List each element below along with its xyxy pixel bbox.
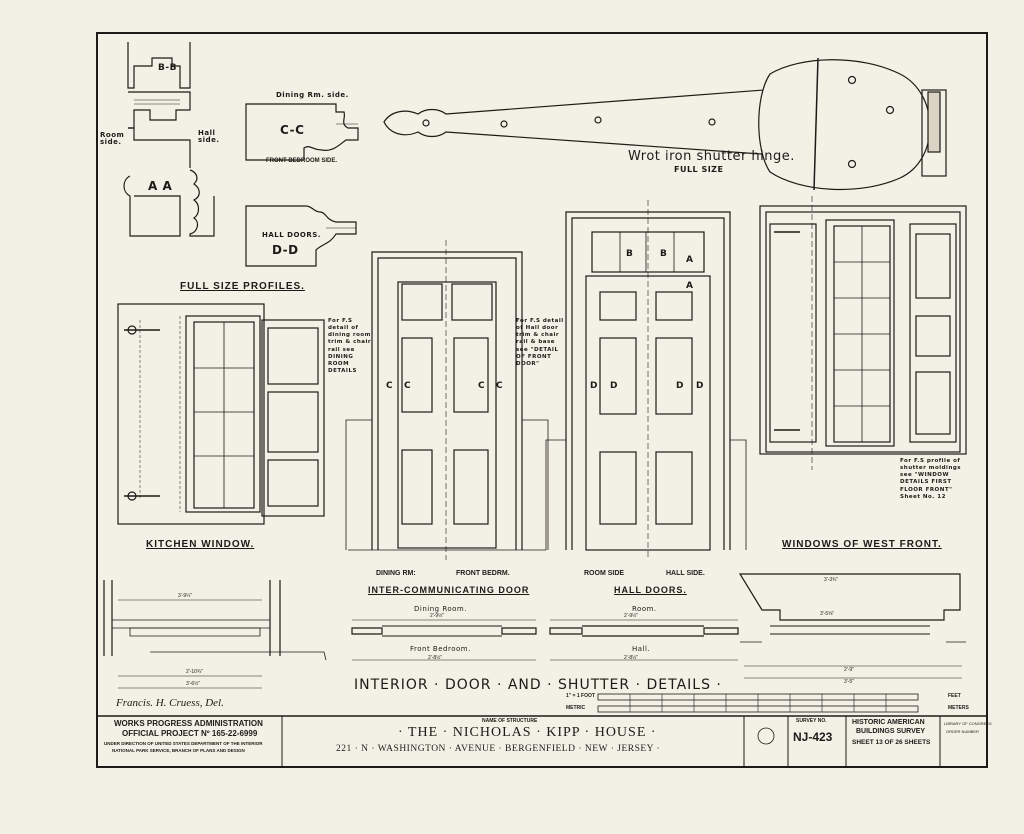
profile-bb-aa — [123, 42, 215, 237]
scale-metric-label: METRIC — [566, 705, 586, 711]
survey-number: NJ-423 — [793, 730, 833, 744]
section-mark-d: D — [610, 381, 618, 391]
hall-doors-elevation — [545, 200, 747, 560]
section-mark-c: C — [496, 381, 504, 391]
dining-rm-caption: DINING RM: — [376, 570, 416, 577]
drawing-sheet-border — [96, 32, 988, 768]
dim-hall-door-top: 2'-9½" — [624, 613, 639, 619]
shutter-profile-note: For F.S profile of shutter moldings see … — [900, 458, 962, 500]
under-direction-line-2: NATIONAL PARK SERVICE, BRANCH OF PLANS A… — [112, 748, 245, 753]
structure-address: 221 · N · WASHINGTON · AVENUE · BERGENFI… — [336, 744, 661, 754]
main-drawing-title: INTERIOR · DOOR · AND · SHUTTER · DETAIL… — [354, 677, 722, 693]
full-size-profiles-caption: FULL SIZE PROFILES. — [180, 281, 305, 292]
hall-doors-label: HALL DOORS. — [262, 231, 321, 239]
section-mark-b: B — [660, 249, 668, 259]
inter-communicating-door-caption: INTER-COMMUNICATING DOOR — [368, 585, 530, 595]
loc-line-1: LIBRARY OF CONGRESS — [944, 721, 992, 726]
hinge-title: Wrot iron shutter hinge. — [628, 149, 795, 164]
dim-west-window-top: 3'-3¾" — [824, 577, 839, 583]
profile-dd — [245, 205, 357, 267]
west-window-plan — [738, 573, 966, 679]
survey-no-label: SURVEY NO. — [796, 718, 827, 724]
label-dd: D-D — [272, 243, 299, 257]
scale-bar — [597, 693, 919, 713]
label-aa: A A — [148, 179, 173, 193]
dining-rm-side-label: Dining Rm. side. — [276, 91, 349, 99]
section-mark-d: D — [590, 381, 598, 391]
section-mark-d: D — [696, 381, 704, 391]
section-mark-c: C — [386, 381, 394, 391]
hall-doors-caption: HALL DOORS. — [614, 585, 687, 595]
front-bedroom-plan-label: Front Bedroom. — [410, 645, 471, 653]
official-project-label: OFFICIAL PROJECT Nº 165-22-6999 — [122, 729, 258, 738]
windows-west-front-caption: WINDOWS OF WEST FRONT. — [782, 539, 942, 550]
under-direction-line-1: UNDER DIRECTION OF UNITED STATES DEPARTM… — [104, 741, 263, 746]
dim-kitchen-bottom-2: 3'-6½" — [186, 681, 201, 687]
kitchen-window-elevation — [117, 303, 325, 525]
hall-plan-label: Hall. — [632, 645, 651, 653]
profile-cc — [245, 103, 359, 161]
section-mark-d: D — [676, 381, 684, 391]
scale-meters-unit: METERS — [948, 705, 969, 711]
hall-side-label: Hall side. — [198, 129, 220, 144]
structure-name: · THE · NICHOLAS · KIPP · HOUSE · — [398, 725, 657, 740]
sheet-count: SHEET 13 OF 26 SHEETS — [852, 739, 931, 746]
kitchen-window-plan — [103, 580, 327, 689]
habs-line-2: BUILDINGS SURVEY — [856, 728, 926, 735]
dim-kitchen-bottom-1: 2'-10¾" — [186, 669, 203, 675]
dim-kitchen-width: 3'-9¼" — [178, 593, 193, 599]
room-side-caption: ROOM SIDE — [584, 570, 625, 577]
front-bedroom-side-label: FRONT BEDROOM SIDE. — [266, 158, 338, 164]
scale-feet-label: 1" = 1 FOOT — [566, 693, 595, 699]
dim-inter-door-bottom: 2'-8½" — [428, 655, 443, 661]
habs-line-1: HISTORIC AMERICAN — [852, 719, 925, 726]
loc-line-2: ORDER NUMBER — [946, 729, 979, 734]
front-bedrm-caption: FRONT BEDRM. — [456, 570, 510, 577]
name-of-structure-label: NAME OF STRUCTURE — [482, 718, 538, 724]
shutter-hinge — [383, 57, 947, 191]
scale-feet-unit: FEET — [948, 693, 961, 699]
room-plan-label: Room. — [632, 605, 657, 613]
dining-detail-note: For F.S detail of dining room trim & cha… — [328, 318, 372, 374]
hall-side-caption: HALL SIDE. — [666, 570, 705, 577]
dim-west-window-bottom-1: 2'-9" — [844, 667, 854, 673]
inter-communicating-door-plan — [351, 619, 537, 661]
delineator-signature: Francis. H. Cruess, Del. — [116, 697, 224, 709]
dim-west-window-mid: 3'-5⅝" — [820, 611, 835, 617]
west-front-window-elevation — [759, 196, 967, 470]
section-mark-a: A — [686, 255, 694, 265]
hall-detail-note: For F.S detail of Hall door trim & chair… — [516, 318, 564, 367]
section-mark-a: A — [686, 281, 694, 291]
section-mark-c: C — [404, 381, 412, 391]
hinge-subtitle: FULL SIZE — [674, 165, 724, 174]
section-mark-c: C — [478, 381, 486, 391]
dim-inter-door-top: 2'-9½" — [430, 613, 445, 619]
dim-west-window-bottom-2: 3'-5" — [844, 679, 854, 685]
section-mark-b: B — [626, 249, 634, 259]
wpa-label: WORKS PROGRESS ADMINISTRATION — [114, 719, 263, 728]
title-block-lines — [96, 715, 988, 768]
label-cc: C-C — [280, 123, 305, 137]
dining-room-plan-label: Dining Room. — [414, 605, 467, 613]
room-side-label: Room side. — [100, 131, 125, 146]
kitchen-window-caption: KITCHEN WINDOW. — [146, 539, 255, 550]
label-bb: B-B — [158, 63, 177, 73]
dim-hall-door-bottom: 2'-8½" — [624, 655, 639, 661]
inter-communicating-door-elevation — [345, 240, 549, 560]
hall-door-plan — [549, 619, 739, 661]
